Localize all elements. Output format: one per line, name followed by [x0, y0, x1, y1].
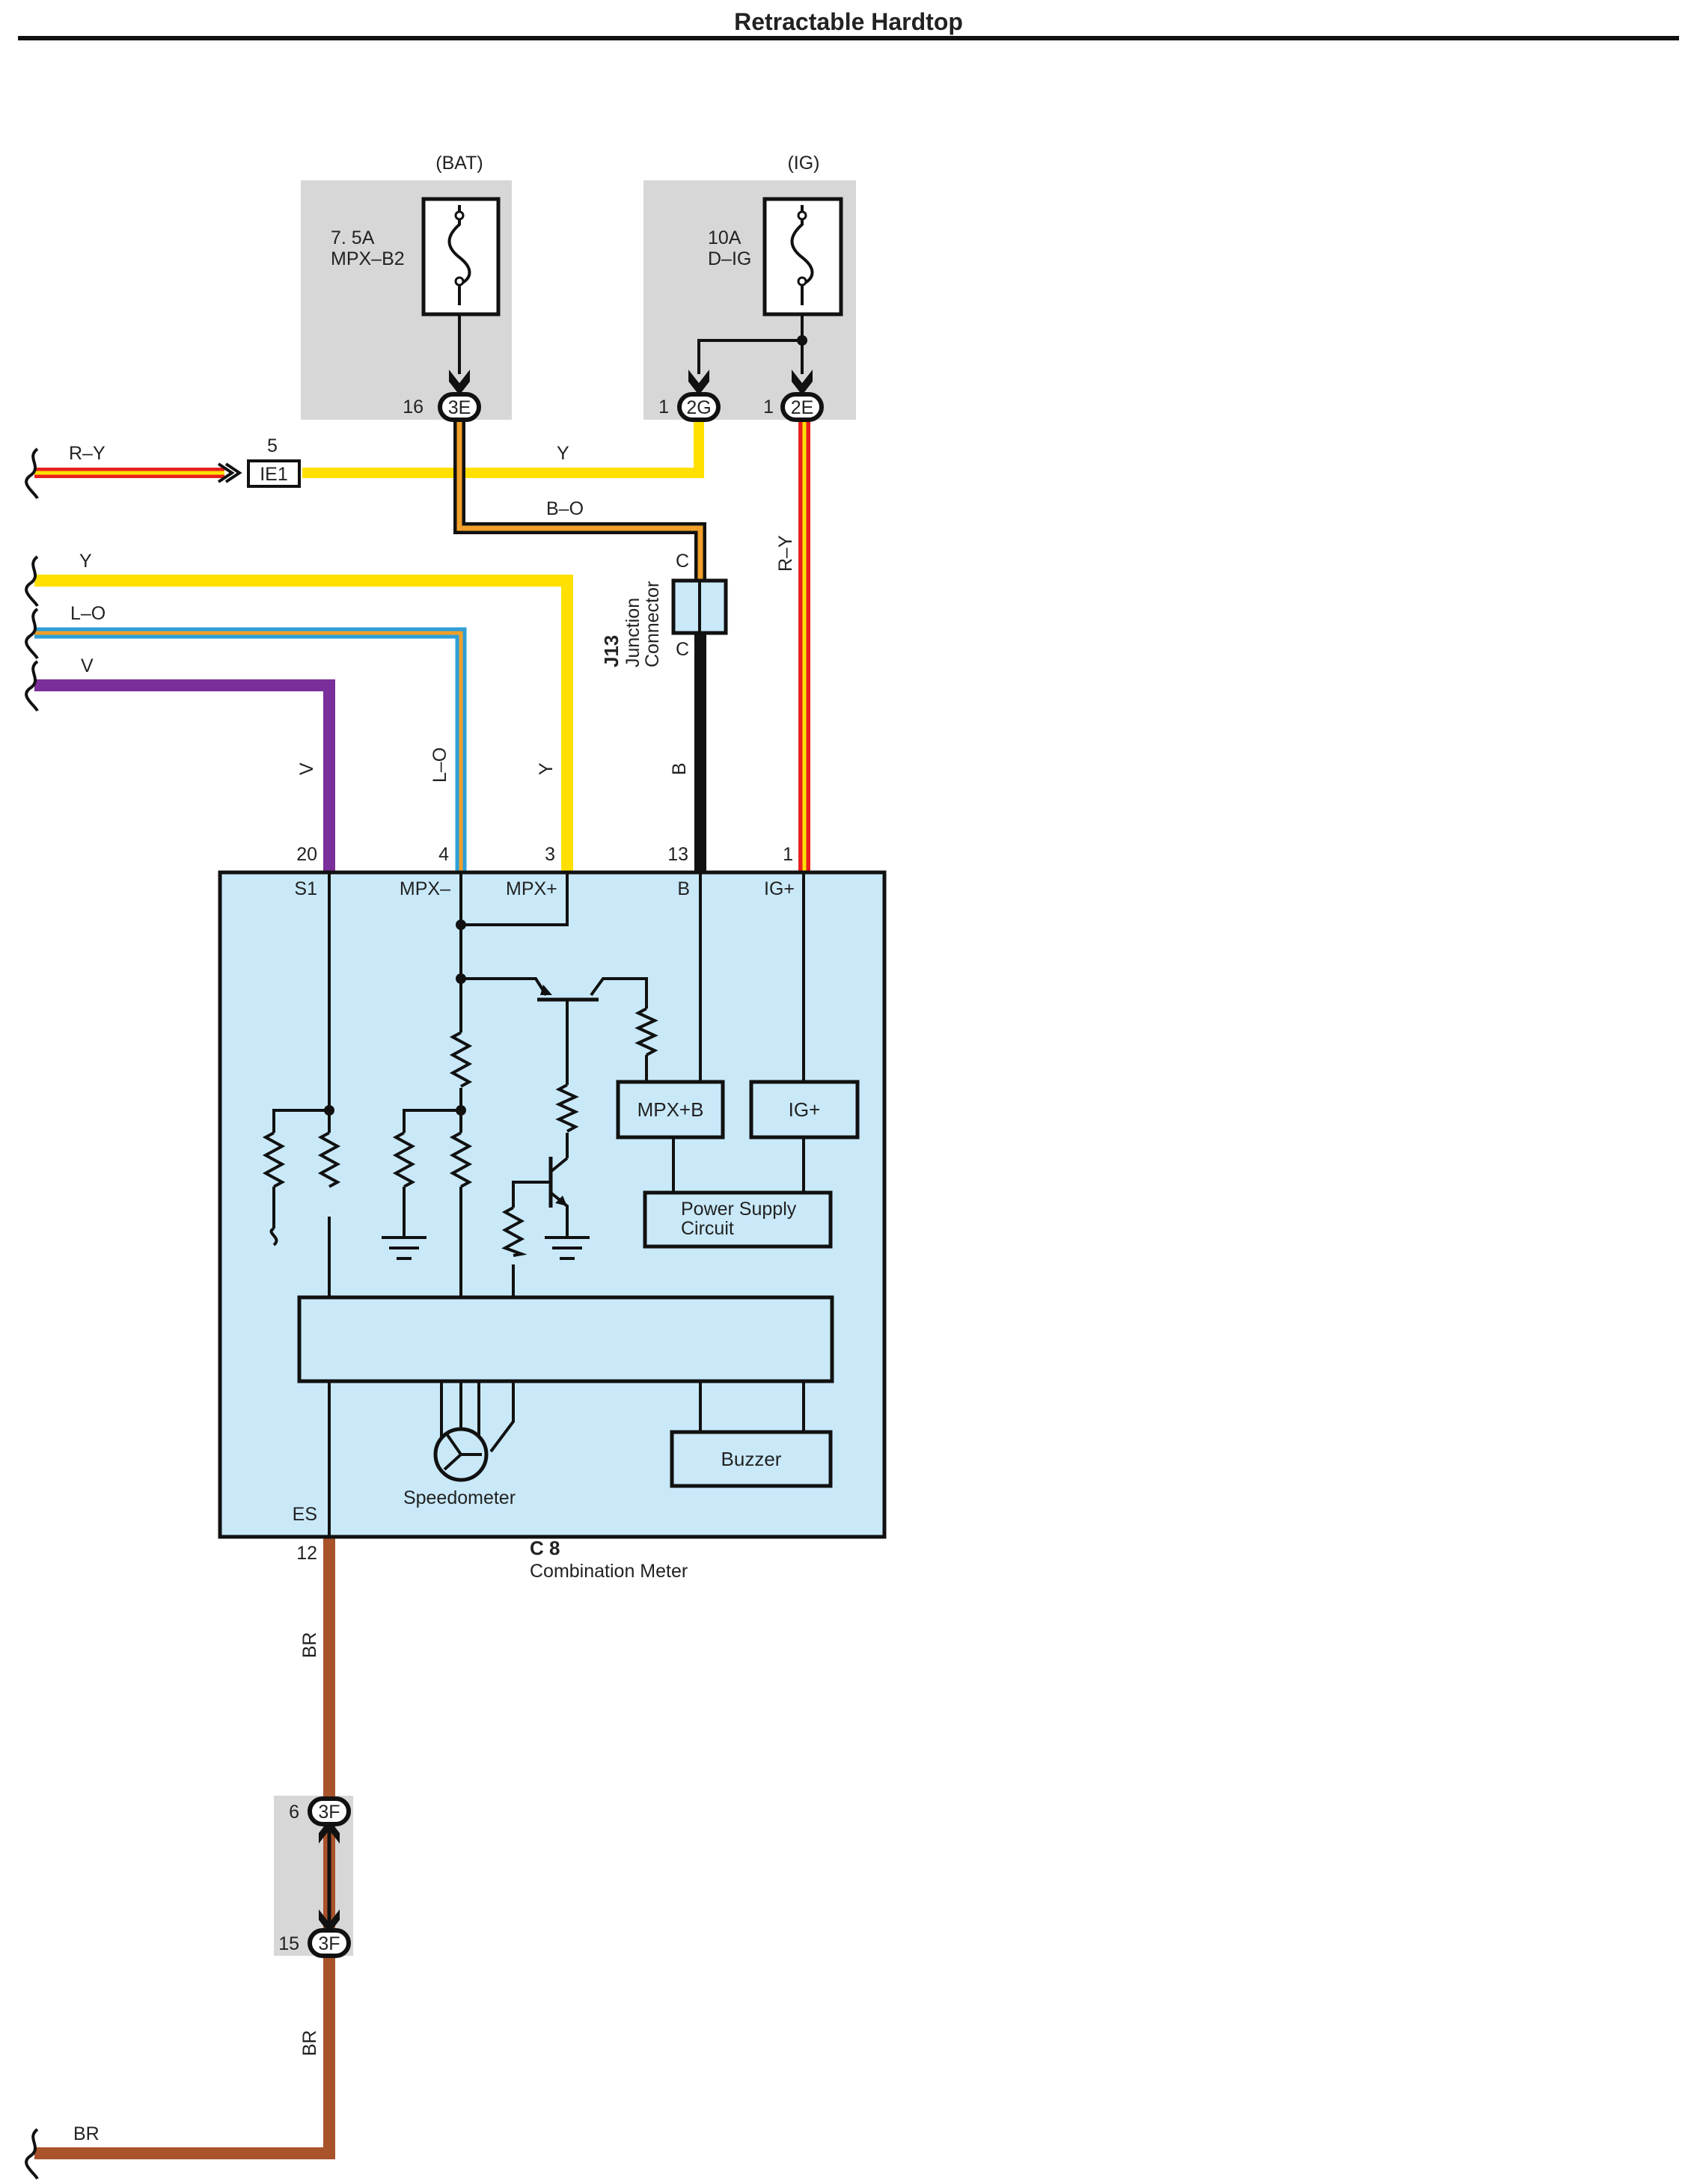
- meter-pin-ig-plus: 1: [783, 844, 793, 865]
- block-igp: [749, 1080, 860, 1140]
- block-power-supply: [643, 1190, 833, 1249]
- block-buzzer: [670, 1430, 833, 1488]
- meter-id: C 8: [530, 1537, 560, 1559]
- fuse-ig-terminal-bottom: [797, 276, 807, 287]
- ground-icon: [382, 1227, 426, 1260]
- meter-terminal-mpx-plus: MPX+: [506, 878, 557, 899]
- fuse-bat-source: (BAT): [435, 153, 483, 174]
- fuse-ig-element: [790, 205, 814, 305]
- wire-break-marks: [25, 447, 39, 2180]
- wire-br: [34, 1538, 335, 2159]
- wire-y-mpx-plus: [34, 575, 573, 872]
- wire-label-br-lower: BR: [299, 2030, 320, 2056]
- svg-text:J13: J13: [600, 635, 623, 667]
- block-buzzer-label: Buzzer: [721, 1448, 782, 1470]
- meter-terminal-es: ES: [293, 1504, 317, 1525]
- wire-label-br-bottom: BR: [73, 2123, 100, 2144]
- transistor-npn-arrow: [555, 1196, 567, 1206]
- connector-2g-label: 2G: [686, 397, 711, 418]
- fuse-ig-name: D–IG: [708, 248, 751, 269]
- block-mpxb: [616, 1080, 725, 1140]
- wire-label-ry-in: R–Y: [69, 443, 106, 464]
- wire-y-top: [302, 419, 704, 478]
- wire-label-ry-vert: R–Y: [775, 535, 796, 572]
- svg-text:Connector: Connector: [642, 581, 663, 667]
- connector-2g: [677, 392, 721, 422]
- wire-label-lo-in: L–O: [70, 603, 106, 624]
- title-rule: [18, 36, 1679, 40]
- block-processor: [297, 1295, 834, 1383]
- connector-3e-label: 3E: [448, 397, 471, 418]
- resistor-icon: [262, 1007, 658, 1257]
- wire-v-s1: [34, 679, 335, 872]
- junction-pin-top: C: [676, 551, 689, 572]
- svg-text:Junction: Junction: [623, 598, 643, 667]
- chevron-icon: [688, 370, 709, 395]
- wire-label-v-in: V: [81, 655, 94, 676]
- junction-pin-bottom: C: [676, 639, 689, 660]
- connector-ie1-label: IE1: [260, 464, 288, 485]
- fuse-ig-source: (IG): [787, 153, 819, 174]
- meter-terminal-b: B: [677, 878, 690, 899]
- fuse-ig-rating: 10A: [708, 227, 742, 248]
- block-igp-label: IG+: [789, 1098, 821, 1121]
- meter-terminal-mpx-minus: MPX–: [400, 878, 450, 899]
- block-power-supply-line1: Power Supply: [681, 1199, 797, 1220]
- connector-ie1-pin: 5: [267, 435, 278, 456]
- speedometer-icon: [433, 1427, 489, 1482]
- connector-2e-label: 2E: [791, 397, 814, 418]
- connector-3e-pin: 16: [403, 397, 424, 417]
- wire-label-br-upper: BR: [299, 1632, 320, 1658]
- speedometer-label: Speedometer: [403, 1487, 516, 1508]
- wire-label-v-vert: V: [296, 762, 317, 775]
- wire-label-b-vert: B: [669, 762, 690, 775]
- meter-pin-s1: 20: [296, 844, 317, 865]
- wire-label-lo-vert: L–O: [429, 747, 450, 783]
- meter-terminal-s1: S1: [294, 878, 317, 899]
- block-mpxb-label: MPX+B: [637, 1098, 704, 1121]
- fuse-bat-rating: 7. 5A: [331, 227, 375, 248]
- wire-label-y-top: Y: [557, 443, 569, 464]
- page-title: Retractable Hardtop: [734, 8, 963, 35]
- transistor-pnp-arrow: [540, 985, 552, 995]
- connector-3f-top-pin: 6: [289, 1802, 299, 1823]
- meter-pin-es: 12: [296, 1543, 317, 1564]
- meter-pin-mpx-minus: 4: [438, 844, 449, 865]
- connector-3f-top-label: 3F: [318, 1802, 340, 1823]
- wire-bo: [453, 419, 706, 581]
- connector-2e: [780, 392, 824, 422]
- junction-label: J13 Junction Connector: [600, 581, 663, 667]
- connector-3e: [438, 392, 481, 422]
- fuse-ig-terminal-top: [797, 210, 807, 221]
- connector-2g-pin: 1: [658, 397, 669, 417]
- fuse-bat-element: [447, 205, 471, 305]
- connector-3f-bottom-pin: 15: [278, 1933, 299, 1954]
- fuse-bat-terminal-top: [454, 210, 465, 221]
- wire-label-y-vert: Y: [536, 762, 557, 775]
- connector-3f-bottom: [308, 1928, 351, 1958]
- meter-terminal-ig-plus: IG+: [764, 878, 795, 899]
- chevron-icon: [217, 462, 242, 483]
- meter-junction-dots: [324, 920, 466, 1116]
- wire-label-bo: B–O: [546, 498, 584, 519]
- meter-pin-b: 13: [667, 844, 688, 865]
- connector-ie1: [247, 459, 301, 488]
- ground-icon: [545, 1224, 590, 1260]
- meter-name: Combination Meter: [530, 1561, 688, 1582]
- fuse-bat-terminal-bottom: [454, 276, 465, 287]
- wire-label-y-in: Y: [79, 551, 92, 572]
- wire-lo-mpx-minus: [34, 627, 467, 872]
- chevron-icon: [792, 370, 813, 395]
- connector-2e-pin: 1: [763, 397, 774, 417]
- chevron-icon: [449, 370, 470, 395]
- meter-pin-mpx-plus: 3: [545, 844, 555, 865]
- connector-3f-top: [308, 1796, 351, 1826]
- block-power-supply-line2: Circuit: [681, 1218, 734, 1239]
- connector-3f-bottom-label: 3F: [318, 1933, 340, 1954]
- fuse-bat-name: MPX–B2: [331, 248, 405, 269]
- fuse-ig-splice: [797, 335, 807, 346]
